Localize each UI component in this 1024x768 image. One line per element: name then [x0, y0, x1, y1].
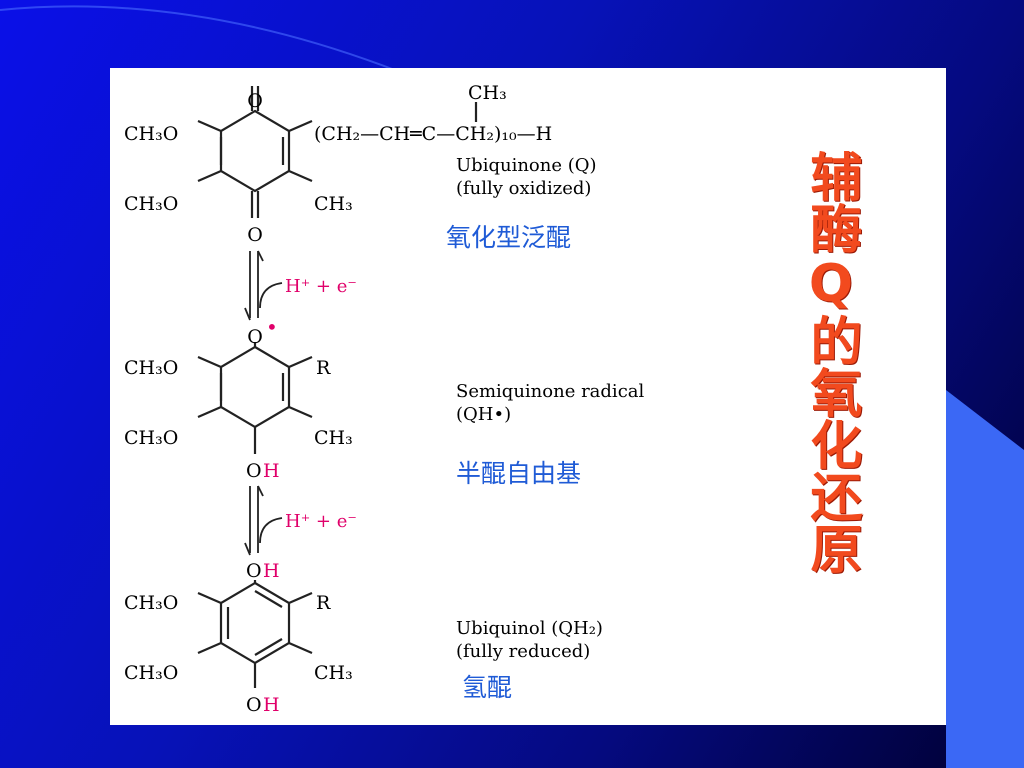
semiquinone-name: Semiquinone radical: [456, 381, 645, 402]
reaction-arrow-1: H⁺ + e⁻: [244, 250, 357, 321]
ubiquinone-methoxy-upper: CH₃O: [124, 123, 178, 145]
semiquinone-radical-dot: •: [266, 315, 278, 339]
semiquinone-bottom-oxygen: O: [246, 460, 262, 482]
reaction-1-reagent: H⁺ + e⁻: [285, 276, 357, 297]
semiquinone-ring: [197, 342, 313, 454]
ubiquinol-bottom-oxygen: O: [246, 694, 262, 716]
slide-title: 辅酶Q的氧化还原: [801, 150, 861, 574]
ubiquinone-methyl: CH₃: [314, 193, 353, 215]
ubiquinone-bottom-oxygen: O: [247, 224, 263, 246]
semiquinone-top-oxygen: O: [247, 326, 263, 348]
semiquinone-methyl: CH₃: [314, 427, 353, 449]
diagram-panel: O O CH₃O CH₃O CH₃ CH₃ (CH₂—CH═C—CH₂)₁₀—H…: [110, 68, 946, 725]
ubiquinol-top-oxygen: O: [246, 560, 262, 582]
ubiquinol-state: (fully reduced): [456, 641, 590, 662]
ubiquinol-methoxy-lower: CH₃O: [124, 662, 178, 684]
ubiquinol-methoxy-upper: CH₃O: [124, 592, 178, 614]
ubiquinol-methyl: CH₃: [314, 662, 353, 684]
ubiquinone-chain-methyl: CH₃: [468, 82, 507, 104]
semiquinone-methoxy-upper: CH₃O: [124, 357, 178, 379]
ubiquinol-structure: O H CH₃O CH₃O R CH₃ O H Ubiquinol (QH₂) …: [124, 560, 603, 716]
ubiquinone-ring: [197, 86, 478, 218]
ubiquinol-r-group: R: [316, 592, 331, 614]
reaction-arrow-2: H⁺ + e⁻: [244, 485, 357, 556]
ubiquinone-isoprenoid-chain: (CH₂—CH═C—CH₂)₁₀—H: [314, 123, 552, 145]
ubiquinol-ring: [197, 580, 313, 688]
ubiquinol-chinese-label: 氢醌: [462, 673, 513, 702]
semiquinone-structure: O • CH₃O CH₃O R CH₃ O H Semiquinone radi…: [124, 315, 645, 482]
semiquinone-bottom-hydrogen: H: [263, 460, 280, 482]
ubiquinone-top-oxygen: O: [247, 90, 263, 112]
chemistry-diagram: O O CH₃O CH₃O CH₃ CH₃ (CH₂—CH═C—CH₂)₁₀—H…: [124, 82, 645, 716]
ubiquinol-bottom-hydrogen: H: [263, 694, 280, 716]
ubiquinone-name: Ubiquinone (Q): [456, 155, 597, 176]
ubiquinol-top-hydrogen: H: [263, 560, 280, 582]
ubiquinone-chinese-label: 氧化型泛醌: [446, 223, 572, 252]
ubiquinone-structure: O O CH₃O CH₃O CH₃ CH₃ (CH₂—CH═C—CH₂)₁₀—H…: [124, 82, 597, 246]
semiquinone-methoxy-lower: CH₃O: [124, 427, 178, 449]
ubiquinone-methoxy-lower: CH₃O: [124, 193, 178, 215]
semiquinone-r-group: R: [316, 357, 331, 379]
ubiquinone-state: (fully oxidized): [456, 178, 591, 199]
semiquinone-formula: (QH•): [456, 404, 511, 425]
semiquinone-chinese-label: 半醌自由基: [456, 459, 582, 488]
reaction-2-reagent: H⁺ + e⁻: [285, 511, 357, 532]
ubiquinol-name: Ubiquinol (QH₂): [456, 618, 603, 639]
